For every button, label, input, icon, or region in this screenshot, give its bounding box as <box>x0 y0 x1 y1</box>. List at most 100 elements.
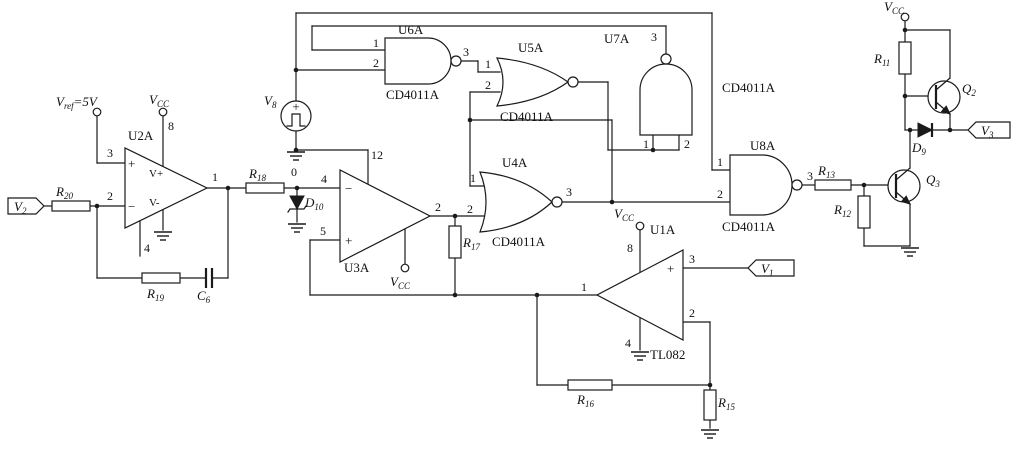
c6-label: C6 <box>197 288 211 305</box>
u3a-pin5-number: 5 <box>320 224 326 238</box>
r17-label: R17 <box>462 235 480 252</box>
r13-resistor: R13 <box>814 163 852 191</box>
r18-resistor: R18 <box>245 166 285 194</box>
u4a-nor-gate: U4A 1 2 3 CD4011A <box>467 155 572 249</box>
vcc-top-right: VCC <box>884 0 910 22</box>
port-v2: V2 <box>7 197 45 216</box>
u2a-pin8-number: 8 <box>168 119 174 133</box>
u8a-part-label: CD4011A <box>722 219 776 234</box>
u2a-pin2-number: 2 <box>107 189 113 203</box>
u6a-part-label: CD4011A <box>386 87 440 102</box>
r17-resistor: R17 <box>448 225 480 259</box>
u7a-pin3-number: 3 <box>651 30 657 44</box>
r15-resistor: R15 <box>703 389 735 421</box>
c6-capacitor: C6 <box>197 268 214 305</box>
vcc-label-u3a: VCC <box>390 274 411 291</box>
r20-resistor: R20 <box>51 184 91 212</box>
u4a-label: U4A <box>502 155 528 170</box>
v1-label: V1 <box>761 261 773 278</box>
q3-transistor: Q3 <box>887 167 940 205</box>
v8-pulse-source: + V8 <box>264 93 312 132</box>
u5a-nor-gate: U5A 1 2 CD4011A <box>485 40 579 124</box>
r13-label: R13 <box>817 163 835 180</box>
r18-label: R18 <box>248 166 266 183</box>
d10-label: D10 <box>304 195 324 212</box>
u5a-part-label: CD4011A <box>500 109 554 124</box>
u7a-pin1-number: 1 <box>643 137 649 151</box>
port-v1: V1 <box>747 259 795 278</box>
r11-label: R11 <box>873 51 890 68</box>
junction-dots <box>94 27 953 388</box>
u1a-pin2-number: 2 <box>689 306 695 320</box>
u6a-nand-gate: U6A 1 2 3 CD4011A <box>373 22 469 102</box>
r19-resistor: R19 <box>141 272 181 303</box>
q2-label: Q2 <box>962 81 976 98</box>
pulse-waveform-icon <box>286 113 306 127</box>
u1a-pin8-number: 8 <box>627 241 633 255</box>
q3-label: Q3 <box>926 172 940 189</box>
q2-transistor: Q2 <box>927 77 976 115</box>
vcc-terminal-output <box>900 12 910 22</box>
u4a-part-label: CD4011A <box>492 234 546 249</box>
port-v3: V3 <box>967 121 1011 140</box>
u7a-part-label: CD4011A <box>722 80 776 95</box>
vcc-terminal-u1a <box>635 221 645 231</box>
vcc-terminal-u3a <box>400 263 410 273</box>
v3-label: V3 <box>981 123 994 140</box>
u4a-pin1-number: 1 <box>470 171 476 185</box>
vcc-label-u2a: VCC <box>149 92 170 109</box>
u3a-label: U3A <box>344 260 370 275</box>
r16-label: R16 <box>576 392 594 409</box>
d10-zener-diode: D10 0 <box>287 165 324 213</box>
u5a-label: U5A <box>518 40 544 55</box>
u1a-pin3-number: 3 <box>689 252 695 266</box>
u1a-pin4-number: 4 <box>625 336 631 350</box>
u8a-pin2-number: 2 <box>717 187 723 201</box>
u3a-pin4-number: 4 <box>321 172 327 186</box>
u4a-pin3-number: 3 <box>566 185 572 199</box>
u2a-vplus-label: V+ <box>149 168 163 180</box>
vref-label: Vref=5V <box>56 94 99 111</box>
u7a-label: U7A <box>604 31 630 46</box>
u1a-label: U1A <box>650 222 676 237</box>
u6a-pin2-number: 2 <box>373 56 379 70</box>
u8a-label: U8A <box>750 138 776 153</box>
v2-label: V2 <box>14 199 27 216</box>
u2a-pin4-number: 4 <box>144 241 150 255</box>
u3a-pin12-number: 12 <box>371 148 383 162</box>
u3a-plus-sign: + <box>345 233 352 248</box>
u7a-pin2-number: 2 <box>684 137 690 151</box>
u2a-minus-sign: − <box>128 199 135 214</box>
vcc-label-output: VCC <box>884 0 905 16</box>
d9-diode: D9 <box>911 122 934 157</box>
r11-resistor: R11 <box>873 41 912 75</box>
v8-label: V8 <box>264 93 277 110</box>
u3a-minus-sign: − <box>345 181 352 196</box>
u2a-pin3-number: 3 <box>107 146 113 160</box>
node-0-label: 0 <box>291 165 297 179</box>
u6a-label: U6A <box>398 22 424 37</box>
u2a-pin1-number: 1 <box>212 170 218 184</box>
vcc-label-u1a: VCC <box>614 206 635 223</box>
r16-resistor: R16 <box>567 379 613 409</box>
r19-label: R19 <box>146 286 164 303</box>
u6a-pin3-number: 3 <box>463 45 469 59</box>
r12-label: R12 <box>833 202 851 219</box>
u1a-pin1-number: 1 <box>581 280 587 294</box>
u6a-pin1-number: 1 <box>373 36 379 50</box>
u5a-pin2-number: 2 <box>485 78 491 92</box>
wires <box>43 12 969 429</box>
vcc-terminal-u2a <box>158 107 168 117</box>
r20-label: R20 <box>55 184 73 201</box>
u1a-plus-sign: + <box>667 261 674 276</box>
u8a-nand-gate: U8A 1 2 3 CD4011A <box>717 138 813 234</box>
u8a-pin1-number: 1 <box>717 155 723 169</box>
u3a-pin2-number: 2 <box>435 200 441 214</box>
u8a-pin3-number: 3 <box>807 169 813 183</box>
u7a-nand-gate: U7A 3 1 2 CD4011A <box>604 30 776 151</box>
u2a-vminus-label: V- <box>149 197 160 209</box>
d9-label: D9 <box>911 140 926 157</box>
u2a-label: U2A <box>128 128 154 143</box>
u1a-opamp: VCC U1A 8 + 3 2 1 4 TL082 <box>581 206 695 362</box>
